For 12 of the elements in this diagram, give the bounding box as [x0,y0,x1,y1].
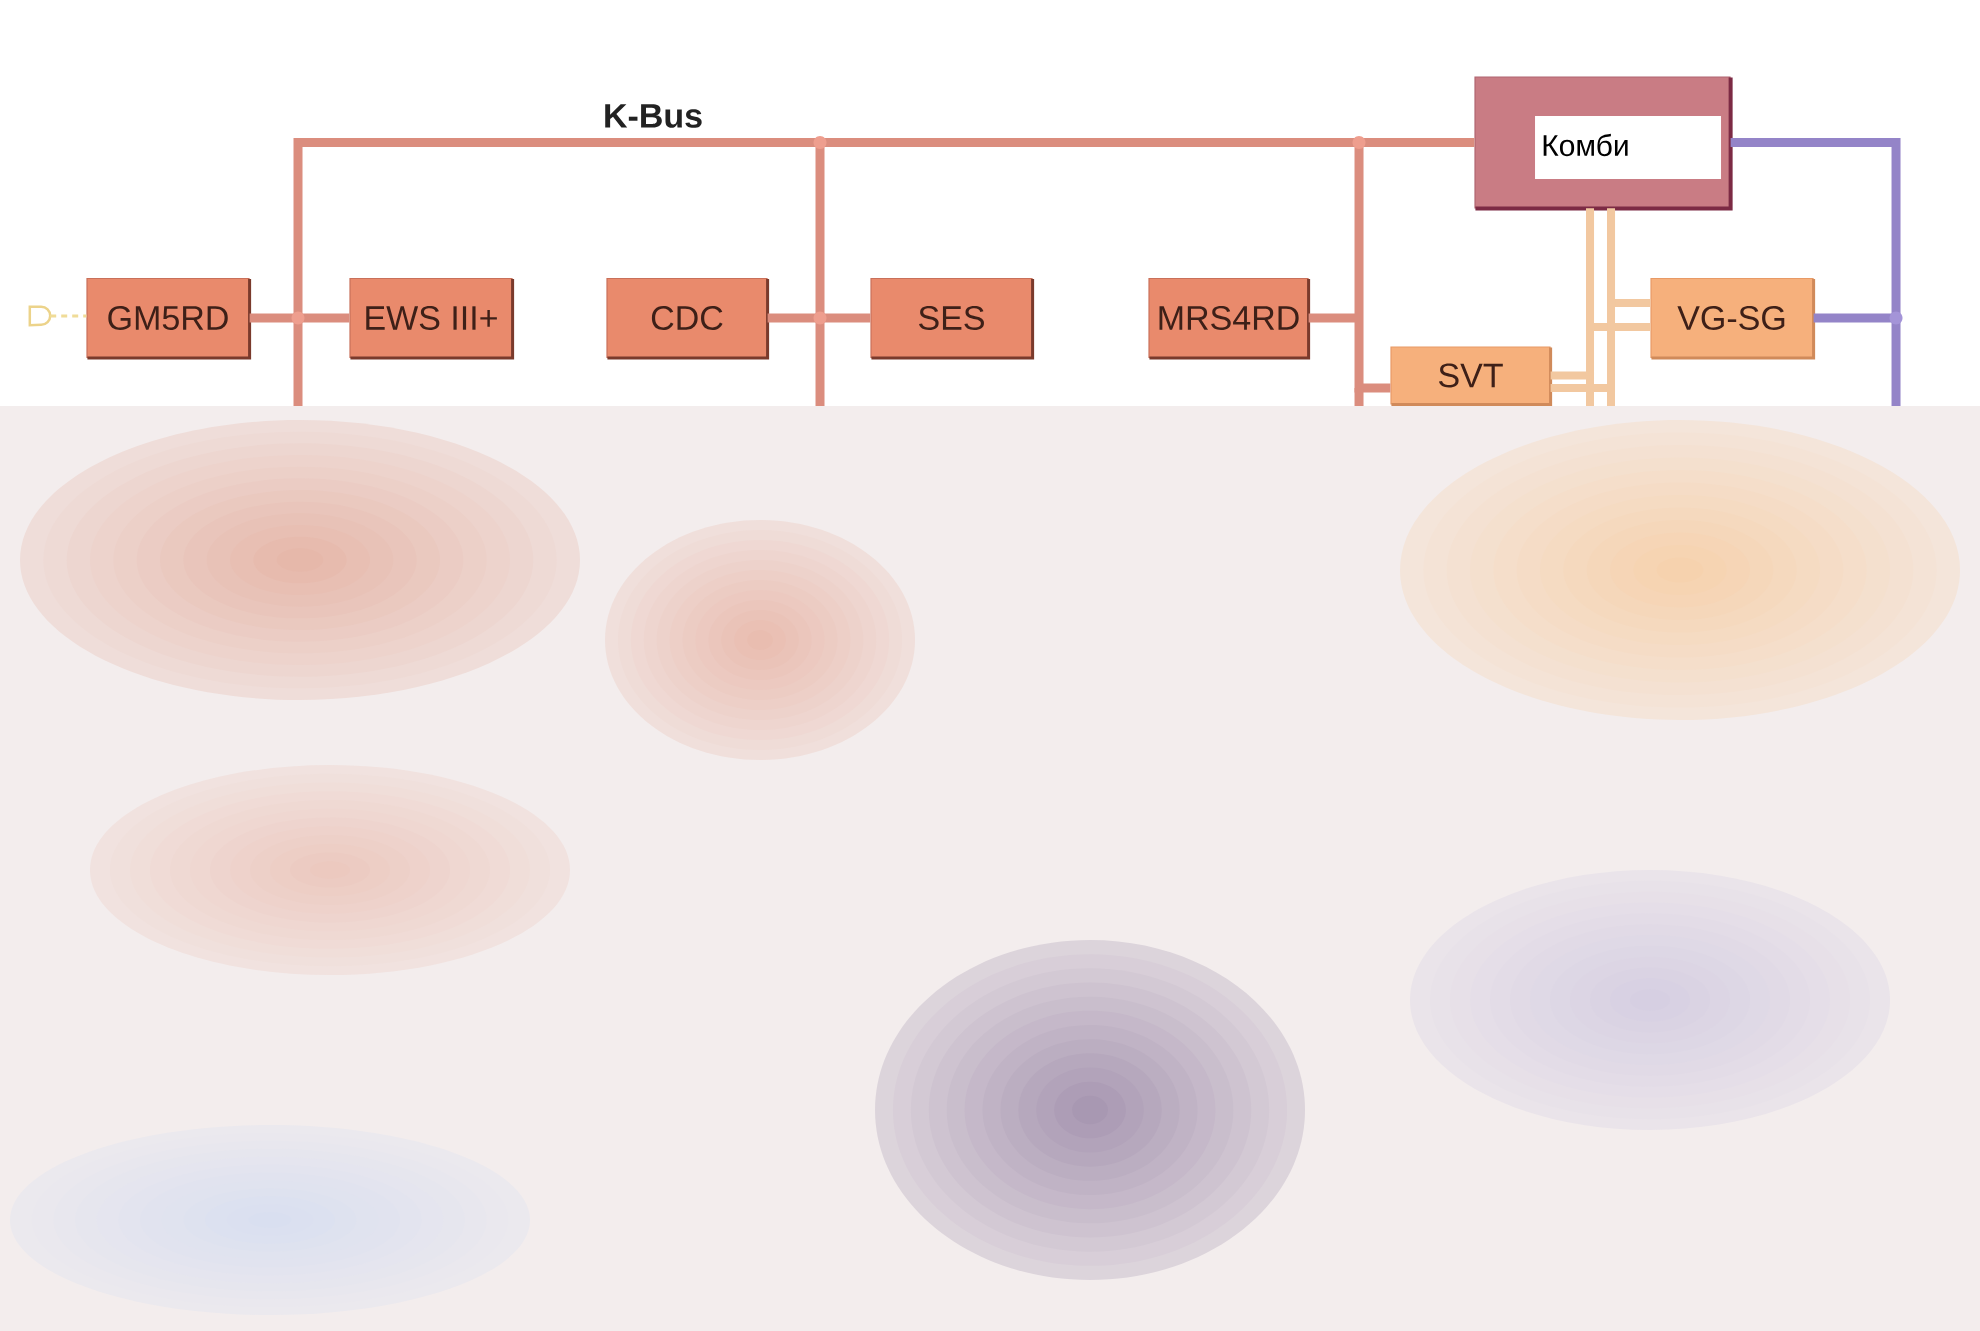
control-unit-box: MRS4RD [1148,277,1311,360]
connection-line [1730,138,1901,406]
control-unit-box: Комби [1474,76,1733,211]
control-unit-box: GM5RD [86,277,252,360]
control-unit-box: VG-SG [1650,277,1816,360]
control-unit-box: EWS III+ [349,277,515,360]
control-unit-box: CDC [606,277,770,360]
connector-symbol [28,305,52,327]
bus-label: K-Bus [605,104,702,128]
dashed-line [50,314,87,318]
control-unit-box: SVT [1390,346,1553,407]
control-unit-box: SES [870,277,1035,360]
